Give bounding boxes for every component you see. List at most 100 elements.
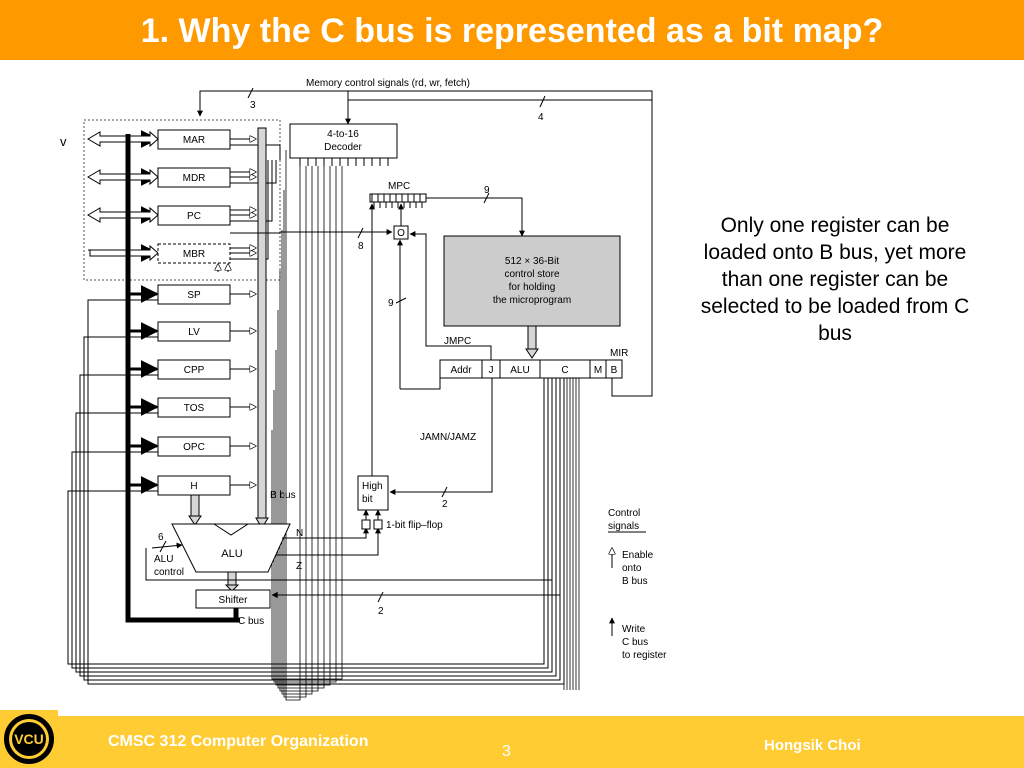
alu-to-shifter [227,571,237,587]
high-bit-box [357,475,389,511]
register-cpp [157,359,231,380]
tick-mark [441,486,448,498]
memory-interface-region [83,119,281,281]
register-sp [157,284,231,305]
register-control-lines [67,130,565,685]
memory-arrow-0 [87,130,159,148]
legend-title-2: signals [608,521,639,532]
register-tos [157,397,231,418]
addr-line [400,370,441,390]
tick-mark [247,87,254,99]
n-label: N [296,528,303,539]
decoder-route-3 [279,166,319,692]
control-line-mdr [230,160,277,184]
jmpc-label: JMPC [444,336,471,347]
alu-control-feed [145,378,553,581]
control-line-cpp [79,374,557,677]
c-bus-label: C bus [238,616,264,627]
register-label-sp: SP [187,290,201,301]
legend-write-3: to register [622,650,667,661]
control-line-mar [230,144,281,160]
dec-bits-label: 4 [538,112,544,123]
control-store-line-2: control store [504,269,559,280]
six-label: 6 [158,532,164,543]
alu-shape [171,523,291,573]
register-label-mbr: MBR [183,249,205,260]
control-line-h [67,378,545,665]
legend-enable-2: onto [622,563,642,574]
b-bus-arrow [255,517,269,529]
alu-control-line [151,542,183,549]
mpc-to-store [426,197,525,237]
title-bar [0,0,1024,60]
memory-arrow-mbr [88,244,159,262]
nine-label: 9 [388,298,394,309]
alu-control-label-2: control [154,567,184,578]
register-label-mdr: MDR [183,173,206,184]
eight-label: 8 [358,241,364,252]
high-bit-label-1: High [362,481,383,492]
jamn-label: JAMN/JAMZ [420,432,476,443]
mir-field-label-alu: ALU [510,365,529,376]
decoder-route-2 [281,166,313,695]
shifter-label: Shifter [219,595,249,606]
decoder-label-1: 4-to-16 [327,129,359,140]
alu-label: ALU [221,548,242,560]
control-store-line-1: 512 × 36-Bit [505,256,559,267]
register-label-mar: MAR [183,135,205,146]
decoder-route-1 [283,166,307,698]
mir-field-label-m: M [594,365,602,376]
memory-arrow-1 [87,168,159,186]
z-label: Z [296,561,302,572]
footer-author: Hongsik Choi [764,737,861,754]
mbr-to-o [230,229,393,235]
legend-write-1: Write [622,624,646,635]
legend-enable-3: B bus [622,576,648,587]
control-line-pc [230,160,273,222]
legend-write-2: C bus [622,637,648,648]
flipflop-n [361,519,371,530]
register-lv [157,321,231,342]
footer-course: CMSC 312 Computer Organization [108,733,369,750]
mir-field-label-c: C [561,365,568,376]
o-label: O [397,228,405,239]
stray-label: v [60,134,67,149]
two-hb-label: 2 [442,499,448,510]
decoder-route-5 [275,166,331,686]
side-note: Only one register can be loaded onto B b… [700,214,970,345]
flipflop-label: 1-bit flip–flop [386,520,443,531]
svg-text:VCU: VCU [14,731,44,747]
shifter-box [195,589,271,609]
register-pc [157,205,231,226]
mpc9-label: 9 [484,185,490,196]
b-bus-label: B bus [270,490,296,501]
alu-notch [212,523,250,536]
mir-field-label-b: B [611,365,618,376]
n-line [282,527,369,539]
mpc-label: MPC [388,181,410,192]
decoder-route-7 [271,166,343,680]
control-line-opc [71,378,549,669]
control-line-tos [75,378,553,673]
alu-control-label-1: ALU [154,554,173,565]
mir-b-line [348,90,653,397]
slide-title: 1. Why the C bus is represented as a bit… [140,12,884,50]
tick-mark [159,540,167,553]
tick-mark [395,297,407,304]
decoder-route-6 [273,166,337,683]
decoder-input-line [345,99,652,125]
footer-bar [55,716,1024,768]
high-bit-label-2: bit [362,494,373,505]
c-bus [125,134,240,623]
mem-bits-label: 3 [250,100,256,111]
page-number: 3 [502,743,511,760]
h-to-alu [190,494,200,518]
register-label-h: H [190,481,197,492]
c-field-lines [563,378,580,690]
control-store-line-3: for holding [509,282,556,293]
tick-mark [377,591,384,603]
register-mdr [157,167,231,188]
two-sh-label: 2 [378,606,384,617]
control-store [443,235,621,327]
